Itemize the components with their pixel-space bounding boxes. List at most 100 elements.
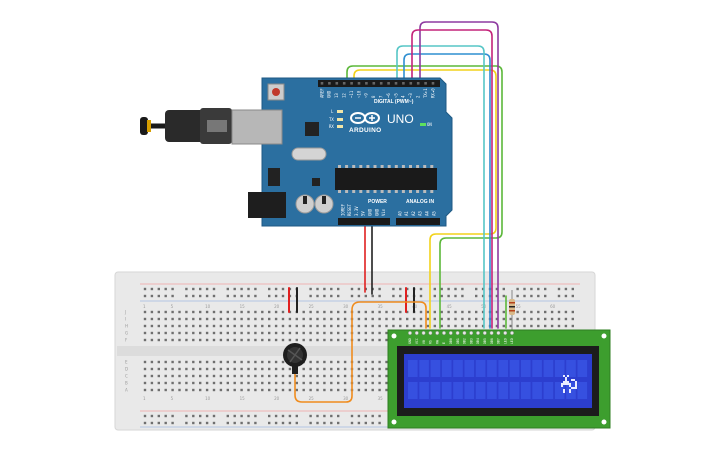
digital-pin-label: 8: [371, 95, 376, 98]
power-pin-label: 5V: [361, 211, 366, 216]
column-number: 20: [274, 396, 280, 401]
lcd-cell: [543, 360, 554, 377]
column-number: 15: [240, 396, 246, 401]
lcd-pin-label: RS: [429, 340, 433, 344]
column-number: 25: [309, 304, 315, 309]
lcd-cell: [430, 360, 441, 377]
digital-pin-label: TX▸1: [423, 88, 428, 98]
lcd-pin-label: E: [442, 342, 446, 344]
lcd-pin-label: V0: [422, 340, 426, 344]
row-letter: B: [125, 381, 128, 386]
analog-pin-label: A5: [431, 211, 436, 216]
lcd-cell: [566, 360, 576, 377]
power-pin-label: GND: [374, 208, 379, 216]
digital-pin-label: ~5: [393, 93, 398, 98]
digital-pin-label: RX◂0: [430, 88, 435, 98]
lcd-pin-label: DB3: [469, 338, 473, 344]
column-number: 15: [240, 304, 246, 309]
row-letter: J: [124, 310, 126, 315]
column-number: 10: [205, 396, 211, 401]
resistor[interactable]: [509, 290, 515, 332]
column-number: 35: [378, 396, 384, 401]
lcd-cell: [408, 360, 418, 377]
analog-header-label: ANALOG IN: [406, 199, 434, 205]
column-number: 35: [378, 304, 384, 309]
wire-rs-green: [346, 65, 503, 329]
crystal: [291, 147, 327, 161]
column-number: 60: [550, 304, 556, 309]
column-number: 10: [205, 304, 211, 309]
potentiometer[interactable]: [283, 343, 307, 374]
breadboard-column-numbers: 1155101015152020252530303535404045455050…: [143, 304, 556, 401]
svg-text:RX: RX: [329, 124, 334, 129]
lcd-pin-label: LED: [503, 338, 507, 344]
lcd-cell: [532, 382, 542, 399]
lcd-cell: [475, 382, 486, 399]
lcd-pin-label: DB4: [476, 338, 480, 344]
column-number: 30: [343, 304, 349, 309]
wires: [288, 21, 507, 403]
column-number: 45: [447, 304, 453, 309]
lcd-cell: [577, 382, 588, 399]
lcd-cell: [532, 360, 542, 377]
analog-pin-label: A4: [425, 211, 430, 216]
lcd-cell: [453, 382, 463, 399]
lcd-cell: [419, 382, 429, 399]
lcd-cell: [521, 360, 531, 377]
svg-text:L: L: [331, 109, 334, 114]
lcd-pin-label: RW: [435, 340, 439, 344]
lcd-pin-label: DB0: [449, 338, 453, 344]
lcd-cell: [408, 382, 418, 399]
lcd-cell: [543, 382, 554, 399]
lcd-character-cells: [408, 360, 588, 399]
lcd-cell: [475, 360, 486, 377]
lcd-pin-label: DB5: [483, 338, 487, 344]
digital-pin-label: 4: [401, 95, 406, 98]
lcd-cell: [487, 382, 497, 399]
lcd-cell: [441, 360, 452, 377]
lcd-pin-label: VCC: [415, 338, 419, 344]
digital-pin-label: ~9: [364, 93, 369, 98]
lcd-pin-label: GND: [408, 338, 412, 344]
power-pin-label: GND: [368, 208, 373, 216]
power-pin-label: Vin: [381, 208, 386, 216]
arduino-brand-label: ARDUINO: [349, 127, 381, 134]
lcd-pin-header: [408, 331, 514, 335]
lcd-cell: [577, 360, 588, 377]
column-number: 1: [143, 396, 146, 401]
wire-db6-purple: [419, 21, 499, 329]
row-letter: G: [125, 331, 128, 336]
lcd-cell: [554, 382, 565, 399]
lcd-pin-label: DB2: [463, 338, 467, 344]
digital-header-label: DIGITAL (PWM~): [374, 99, 414, 105]
atmega-chip: [335, 168, 437, 190]
lcd-cell: [498, 382, 508, 399]
wire-e-yellow: [353, 69, 497, 329]
column-number: 30: [343, 396, 349, 401]
lcd-cell: [419, 360, 429, 377]
lcd-pin-label: DB7: [497, 338, 501, 344]
usb-cable: [140, 108, 232, 144]
lcd-cell: [521, 382, 531, 399]
lcd-cell: [509, 382, 520, 399]
digital-pin-label: 2: [416, 95, 421, 98]
column-number: 20: [274, 304, 280, 309]
digital-pin-label: 12: [342, 93, 347, 98]
lcd-cell: [464, 382, 475, 399]
row-letter: I: [125, 317, 126, 322]
row-letter: F: [125, 338, 128, 343]
wire-db4-blue: [403, 53, 491, 329]
lcd-cell: [453, 360, 463, 377]
wire-db5-cyan: [396, 45, 485, 329]
column-number: 5: [171, 304, 174, 309]
svg-text:TX: TX: [329, 117, 334, 122]
lcd-pin-label: DB6: [490, 338, 494, 344]
analog-pin-label: A2: [411, 211, 416, 216]
analog-pin-label: A1: [404, 211, 409, 216]
